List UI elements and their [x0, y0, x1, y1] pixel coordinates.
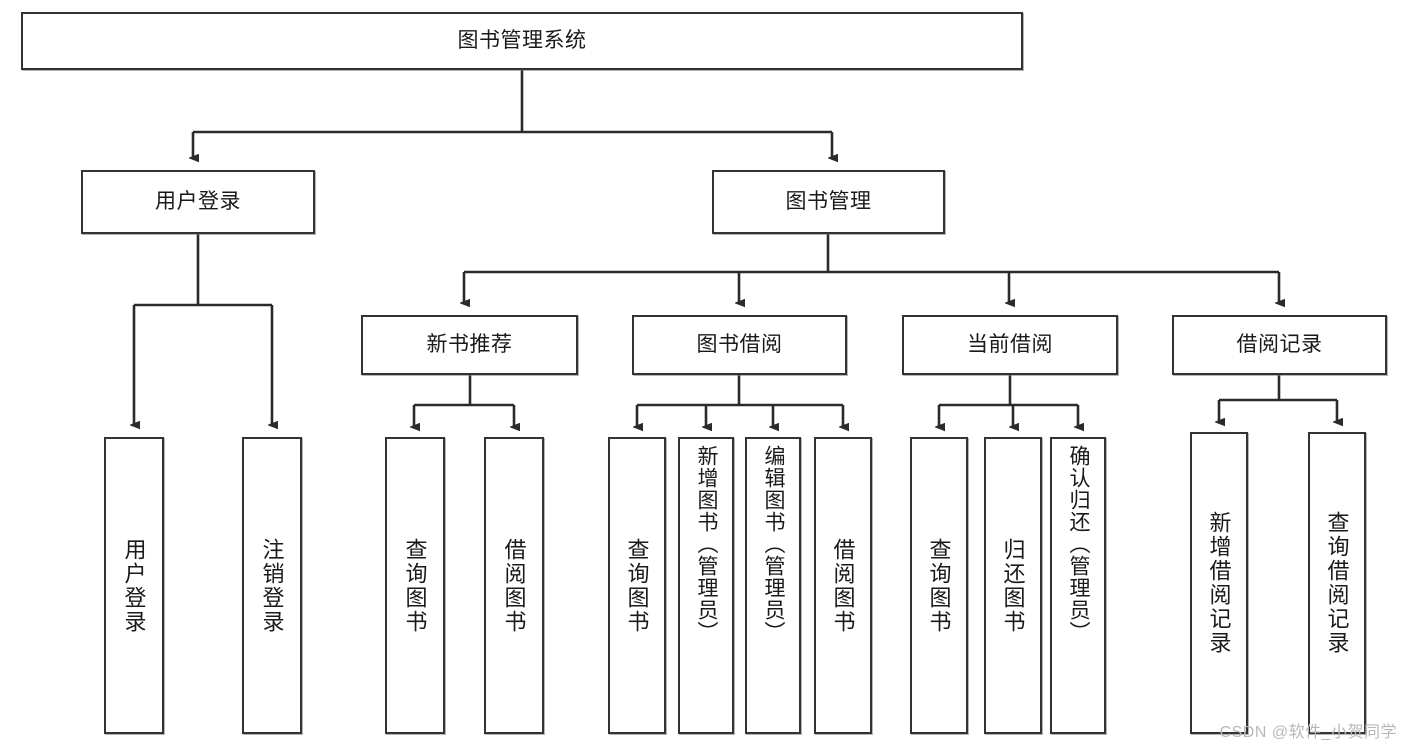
node-leaf-return-book[interactable]: 归还图书 — [984, 437, 1042, 734]
node-leaf-query-book-3-label: 查询图书 — [926, 537, 952, 634]
node-leaf-user-login-label: 用户登录 — [121, 537, 147, 634]
node-leaf-query-borrow-record[interactable]: 查询借阅记录 — [1308, 432, 1366, 734]
node-leaf-query-book-1[interactable]: 查询图书 — [385, 437, 445, 734]
node-leaf-borrow-book-2[interactable]: 借阅图书 — [814, 437, 872, 734]
node-leaf-query-book-2-label: 查询图书 — [624, 537, 650, 634]
node-leaf-user-login[interactable]: 用户登录 — [104, 437, 164, 734]
node-leaf-confirm-return-label: 确认归还（管理员） — [1067, 445, 1091, 643]
node-leaf-query-book-2[interactable]: 查询图书 — [608, 437, 666, 734]
node-new-book-recommend-label: 新书推荐 — [426, 332, 513, 356]
node-current-borrow[interactable]: 当前借阅 — [902, 315, 1118, 375]
node-leaf-query-book-1-label: 查询图书 — [402, 537, 428, 634]
node-leaf-add-borrow-record-label: 新增借阅记录 — [1206, 511, 1232, 655]
csdn-watermark: CSDN @软件_小贺同学 — [1219, 724, 1397, 741]
node-leaf-add-borrow-record[interactable]: 新增借阅记录 — [1190, 432, 1248, 734]
node-book-manage[interactable]: 图书管理 — [712, 170, 945, 234]
node-borrow-record[interactable]: 借阅记录 — [1172, 315, 1387, 375]
node-new-book-recommend[interactable]: 新书推荐 — [361, 315, 578, 375]
node-leaf-edit-book-label: 编辑图书（管理员） — [762, 445, 786, 643]
node-leaf-borrow-book-1-label: 借阅图书 — [501, 537, 527, 634]
node-leaf-borrow-book-2-label: 借阅图书 — [830, 537, 856, 634]
node-leaf-confirm-return[interactable]: 确认归还（管理员） — [1050, 437, 1106, 734]
node-leaf-query-book-3[interactable]: 查询图书 — [910, 437, 968, 734]
node-book-borrow[interactable]: 图书借阅 — [632, 315, 847, 375]
node-book-manage-label: 图书管理 — [785, 189, 872, 213]
node-leaf-user-logout-label: 注销登录 — [259, 537, 285, 634]
node-user-login[interactable]: 用户登录 — [81, 170, 315, 234]
node-borrow-record-label: 借阅记录 — [1236, 332, 1323, 356]
node-leaf-add-book[interactable]: 新增图书（管理员） — [678, 437, 734, 734]
node-book-borrow-label: 图书借阅 — [696, 332, 783, 356]
node-leaf-return-book-label: 归还图书 — [1000, 537, 1026, 634]
node-current-borrow-label: 当前借阅 — [967, 332, 1053, 356]
node-user-login-label: 用户登录 — [155, 189, 241, 213]
node-root[interactable]: 图书管理系统 — [21, 12, 1023, 70]
node-leaf-edit-book[interactable]: 编辑图书（管理员） — [745, 437, 801, 734]
node-leaf-user-logout[interactable]: 注销登录 — [242, 437, 302, 734]
node-leaf-borrow-book-1[interactable]: 借阅图书 — [484, 437, 544, 734]
node-root-label: 图书管理系统 — [457, 28, 587, 52]
node-leaf-query-borrow-record-label: 查询借阅记录 — [1324, 511, 1350, 655]
node-leaf-add-book-label: 新增图书（管理员） — [695, 445, 719, 643]
